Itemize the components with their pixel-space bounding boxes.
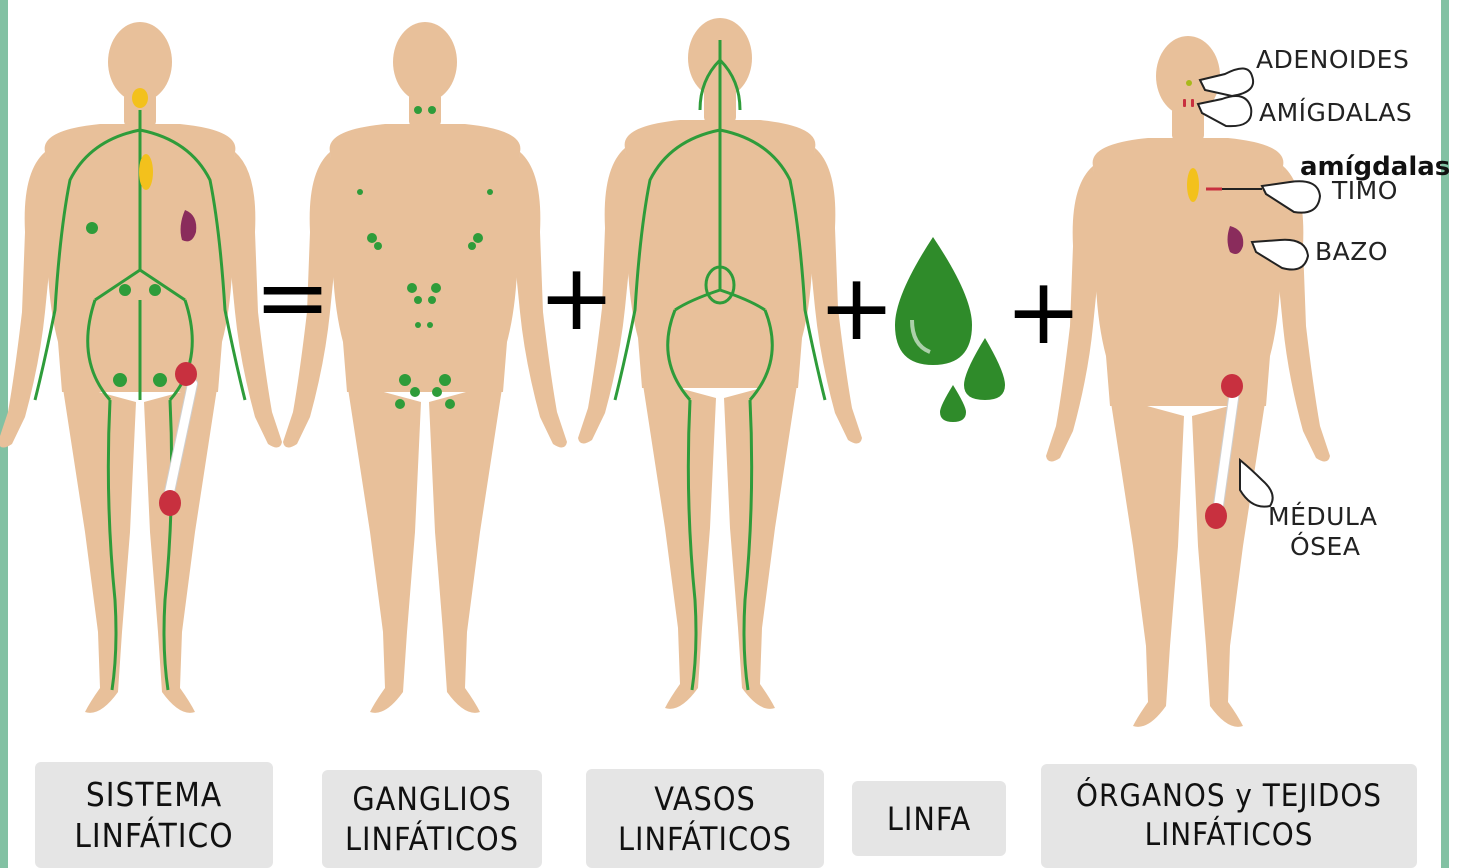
panel-label-line1: ÓRGANOS y TEJIDOS <box>1076 777 1382 816</box>
lymph-drops <box>895 237 1005 422</box>
label-amigdalas: AMÍGDALAS <box>1259 98 1412 127</box>
figure-organos <box>1046 36 1330 727</box>
plus-operator-1: + <box>538 252 615 344</box>
label-adenoides: ADENOIDES <box>1256 45 1409 74</box>
label-medula-line2: ÓSEA <box>1290 532 1360 561</box>
thymus-marker <box>1187 168 1199 202</box>
panel-label-linfa: LINFA <box>852 781 1006 856</box>
panel-label-line1: GANGLIOS <box>345 779 519 819</box>
figure-sistema-linfatico <box>0 22 282 713</box>
panel-label-line1: SISTEMA <box>74 774 233 815</box>
panel-label-line2: LINFÁTICO <box>74 815 233 856</box>
figure-vasos <box>578 18 862 709</box>
label-bazo: BAZO <box>1315 237 1388 266</box>
plus-operator-3: + <box>1005 266 1082 358</box>
thymus-shape <box>139 154 153 190</box>
panel-label-organos: ÓRGANOS y TEJIDOS LINFÁTICOS <box>1041 764 1417 868</box>
panel-label-line2: LINFÁTICOS <box>1076 816 1382 855</box>
equals-operator: = <box>254 252 331 344</box>
panel-label-vasos: VASOS LINFÁTICOS <box>586 769 824 868</box>
adenoid-marker <box>1186 80 1192 86</box>
panel-label-line2: LINFÁTICOS <box>345 819 519 859</box>
overlay-word-amigdalas: amígdalas <box>1300 152 1450 182</box>
panel-label-sistema-linfatico: SISTEMA LINFÁTICO <box>35 762 273 868</box>
panel-label-line2: LINFÁTICOS <box>618 819 792 859</box>
panel-label-ganglios: GANGLIOS LINFÁTICOS <box>322 770 542 868</box>
panel-label-line1: VASOS <box>618 779 792 819</box>
figure-ganglios <box>283 22 567 713</box>
panel-label-line1: LINFA <box>887 799 971 839</box>
plus-operator-2: + <box>818 262 895 354</box>
tonsil-shape <box>132 88 148 108</box>
label-medula-line1: MÉDULA <box>1268 502 1378 531</box>
